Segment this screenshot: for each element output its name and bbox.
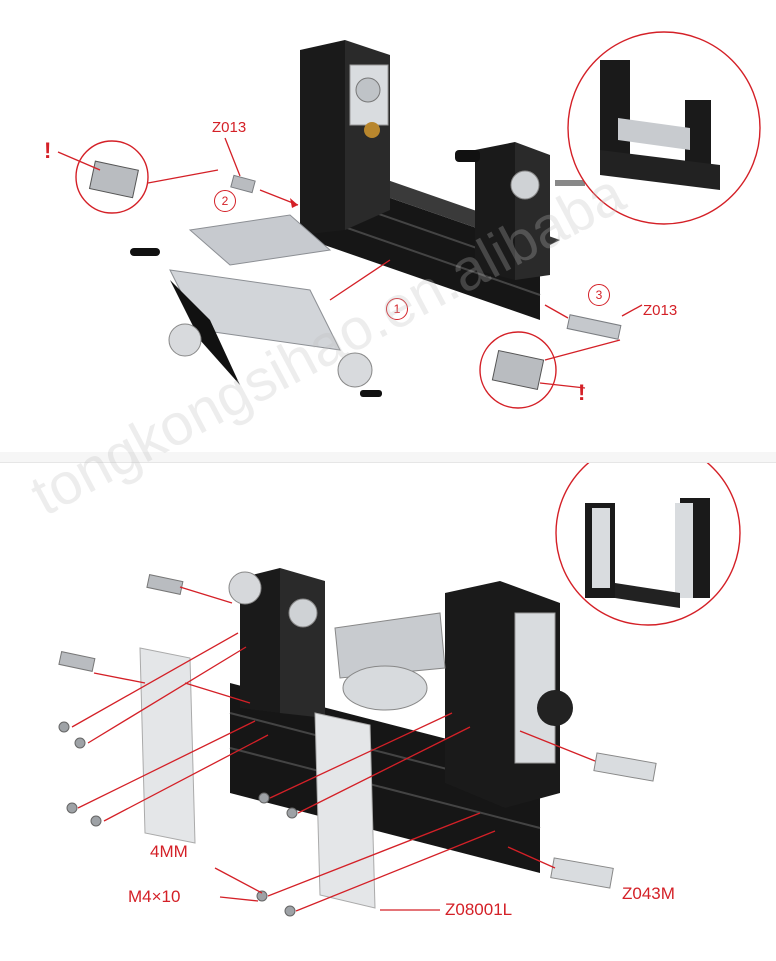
bottom-assembly-panel: 4MM M4×10 Z08001L Z043M bbox=[0, 462, 776, 961]
part-label-z013-right: Z013 bbox=[643, 302, 678, 319]
tailstock-tower bbox=[455, 142, 585, 280]
bar-z043m bbox=[550, 857, 614, 889]
left-tower bbox=[228, 568, 325, 718]
part-label-z013-left: Z013 bbox=[212, 119, 247, 136]
bottom-assembly-drawing bbox=[58, 463, 741, 917]
assembled-preview bbox=[600, 60, 720, 190]
step-number-2: 2 bbox=[214, 190, 236, 212]
screws bbox=[58, 721, 298, 917]
assembled-preview-bottom bbox=[585, 498, 710, 608]
label-z043m-bar: Z043M bbox=[622, 884, 675, 903]
bolt-top-left bbox=[146, 574, 184, 595]
warning-mark-left: ! bbox=[44, 138, 52, 163]
label-m4x10-screw: M4×10 bbox=[128, 887, 181, 906]
panel-divider bbox=[0, 452, 776, 462]
label-4mm: 4MM bbox=[150, 842, 188, 861]
cross-slide-table bbox=[130, 214, 382, 397]
step-number-3: 3 bbox=[588, 284, 610, 306]
right-headstock bbox=[445, 581, 573, 808]
warning-mark-right: ! bbox=[578, 380, 586, 405]
step-number-1: 1 bbox=[386, 298, 408, 320]
z013-bolt-left bbox=[230, 174, 256, 194]
rotary-table bbox=[334, 612, 446, 711]
label-z08001l-plate: Z08001L bbox=[445, 900, 513, 919]
top-assembly-panel: ! Z013 2 1 3 Z013 ! bbox=[0, 0, 776, 453]
bolt-mid-left bbox=[58, 651, 96, 672]
headstock-tower bbox=[300, 40, 390, 235]
mounting-plate-z08001l bbox=[314, 712, 376, 909]
callout-lines-top bbox=[57, 137, 643, 389]
top-assembly-drawing bbox=[57, 31, 761, 409]
callout-lines-bottom bbox=[71, 586, 596, 912]
bar-right-top bbox=[593, 752, 657, 782]
mounting-plate-left bbox=[139, 647, 196, 844]
z013-bolt-right bbox=[566, 314, 622, 340]
